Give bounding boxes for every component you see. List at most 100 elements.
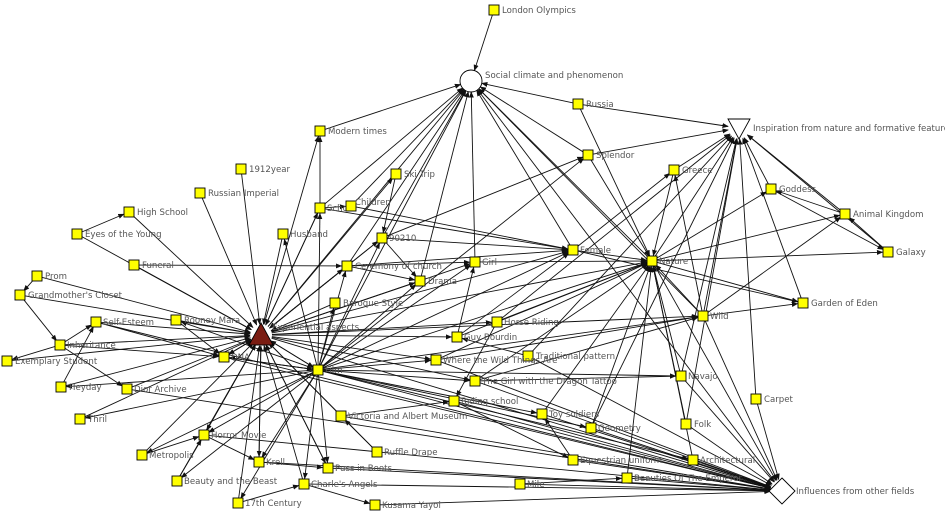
edge-grandmother-to-inheritance <box>23 299 57 342</box>
edge-film-to-rooney <box>180 321 313 369</box>
edge-inheritance-to-selfesteem <box>64 324 92 343</box>
edge-experiential-to-female <box>271 250 569 333</box>
edge-dior-to-experiential <box>131 338 252 388</box>
square-marker-icon <box>697 310 709 322</box>
node-experiential[interactable]: Experiential aspects <box>248 322 360 346</box>
node-ceremony[interactable]: Ceremony of church <box>341 260 442 272</box>
node-architectural[interactable]: Architectural <box>687 454 755 466</box>
node-inheritance[interactable]: Inheritance <box>54 339 116 351</box>
node-russia[interactable]: Russia <box>572 98 614 110</box>
edge-wild-to-nature <box>655 264 700 313</box>
edge-exemplary-to-experiential <box>12 334 251 361</box>
node-nature[interactable]: Nature <box>646 255 688 267</box>
node-goddess[interactable]: Goddess <box>765 183 817 195</box>
node-dna[interactable]: DNA <box>218 351 250 363</box>
node-label: Riding school <box>461 397 518 407</box>
node-school[interactable]: School <box>314 202 356 214</box>
square-marker-icon <box>582 149 594 161</box>
node-horror[interactable]: Horror Movie <box>198 429 266 441</box>
square-marker-icon <box>235 163 247 175</box>
edge-wild-to-animal <box>707 216 842 314</box>
node-beauties[interactable]: Beauties Of The Emperor <box>621 472 743 484</box>
node-girl[interactable]: Girl <box>469 256 497 268</box>
node-beauty[interactable]: Beauty and the Beast <box>171 475 278 487</box>
node-label: Beauty and the Beast <box>184 477 278 487</box>
triangle-down-marker-icon <box>727 118 751 140</box>
node-rooney[interactable]: Rooney Mara <box>170 314 240 326</box>
node-prom[interactable]: Prom <box>31 270 67 282</box>
node-grandmother[interactable]: Grandmother's Closet <box>14 289 123 301</box>
node-skitrip[interactable]: Ski Trip <box>390 168 435 180</box>
edge-film-to-splendor <box>322 158 585 367</box>
node-horseriding[interactable]: Horse Riding <box>491 316 559 328</box>
node-dior[interactable]: Dior Archive <box>121 383 187 395</box>
node-funeral[interactable]: Funeral <box>128 259 174 271</box>
node-mile[interactable]: Mile <box>514 478 544 490</box>
node-dragontattoo[interactable]: The Girl with the Dragon Tattoo <box>469 375 617 387</box>
node-eyes[interactable]: Eyes of the Young <box>71 228 162 240</box>
node-russian-imperial[interactable]: Russian Imperial <box>194 187 279 199</box>
node-equestrian[interactable]: Equestrian uniform <box>567 454 662 466</box>
node-n90210[interactable]: 90210 <box>376 232 416 244</box>
node-splendor[interactable]: Splendor <box>582 149 635 161</box>
node-wild[interactable]: Wild <box>697 310 729 322</box>
edge-school-to-children <box>325 204 347 210</box>
node-selfesteem[interactable]: Self-Esteem <box>90 316 154 328</box>
square-marker-icon <box>54 339 66 351</box>
edge-n90210-to-female <box>387 237 569 252</box>
node-exemplary[interactable]: Exemplary Student <box>1 355 98 367</box>
node-ruffle[interactable]: Ruffle Drape <box>371 446 438 458</box>
node-krell[interactable]: Krell <box>253 456 285 468</box>
node-wildthings[interactable]: Where the Wild Things Are <box>430 354 557 366</box>
node-kusama[interactable]: Kusama Yayoi <box>369 499 441 511</box>
node-husband[interactable]: Husband <box>277 228 328 240</box>
node-modern[interactable]: Modern times <box>314 125 387 137</box>
node-label: Greece <box>682 166 713 176</box>
node-inspiration[interactable]: Inspiration from nature and formative fe… <box>727 118 945 140</box>
node-thril[interactable]: Thril <box>74 413 107 425</box>
node-london[interactable]: London Olympics <box>488 4 576 16</box>
node-garden[interactable]: Garden of Eden <box>797 297 878 309</box>
node-baroque[interactable]: Baroque Style <box>329 297 403 309</box>
node-label: Dior Archive <box>134 385 187 395</box>
node-metropolis[interactable]: Metropolis <box>136 449 194 461</box>
square-marker-icon <box>341 260 353 272</box>
node-toysoldiers[interactable]: Toy soldiers <box>536 408 600 420</box>
node-c17[interactable]: 17th Century <box>232 497 302 509</box>
node-film[interactable]: Film <box>312 364 342 376</box>
node-highschool[interactable]: High School <box>123 206 188 218</box>
node-drama[interactable]: Drama <box>414 275 457 287</box>
edge-film-to-school <box>317 212 323 365</box>
edge-russia-to-inspiration <box>583 104 729 129</box>
edge-drama-to-social <box>420 91 470 276</box>
node-traditional[interactable]: Traditional pattern <box>522 350 615 362</box>
node-pussinboots[interactable]: Puss in Boots <box>322 462 393 474</box>
node-label: Splendor <box>596 151 635 161</box>
node-charlies[interactable]: Charle's Angels <box>298 478 378 490</box>
node-y1912[interactable]: 1912year <box>235 163 291 175</box>
node-greece[interactable]: Greece <box>668 164 713 176</box>
node-geometry[interactable]: Geometry <box>585 422 641 434</box>
node-victoria[interactable]: Victoria and Albert Museum <box>335 410 467 422</box>
node-guybourdin[interactable]: Guy Bourdin <box>451 331 517 343</box>
edge-film-to-drama <box>321 284 417 367</box>
node-carpet[interactable]: Carpet <box>750 393 794 405</box>
edge-film-to-dragontattoo <box>323 369 471 383</box>
node-female[interactable]: Female <box>567 244 611 256</box>
edge-dragontattoo-to-navajo <box>480 373 677 382</box>
node-social[interactable]: Social climate and phenomenon <box>459 69 623 93</box>
edge-dna-to-influences <box>229 357 771 490</box>
node-influences[interactable]: Influences from other fields <box>768 477 915 505</box>
square-marker-icon <box>675 370 687 382</box>
node-animal[interactable]: Animal Kingdom <box>839 208 923 220</box>
node-galaxy[interactable]: Galaxy <box>882 246 926 258</box>
node-navajo[interactable]: Navajo <box>675 370 718 382</box>
node-heyday[interactable]: Heyday <box>55 381 102 393</box>
node-riding[interactable]: Riding school <box>448 395 518 407</box>
node-label: The Girl with the Dragon Tattoo <box>481 377 617 387</box>
edge-galaxy-to-inspiration <box>746 134 885 249</box>
node-label: Baroque Style <box>343 299 403 309</box>
edge-n90210-to-splendor <box>386 156 584 237</box>
node-folk[interactable]: Folk <box>680 418 711 430</box>
node-children[interactable]: Children <box>345 198 391 212</box>
